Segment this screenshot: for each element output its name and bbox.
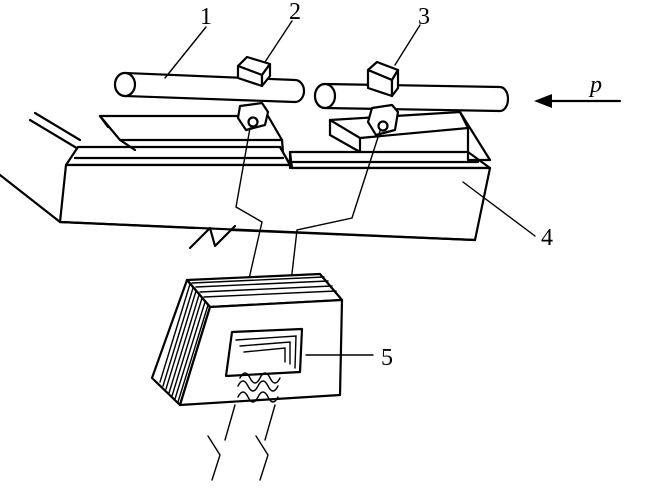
left-electrode [236, 55, 272, 132]
machine-bed [0, 111, 492, 250]
label-part-4: 4 [541, 225, 553, 251]
transformer [150, 272, 344, 407]
label-part-1: 1 [200, 4, 212, 30]
leader-lines [164, 20, 536, 356]
left-slide-plate [98, 114, 285, 154]
label-force-p: p [588, 72, 602, 98]
label-part-2: 2 [289, 0, 301, 25]
right-slide-plate [328, 110, 492, 162]
left-workpiece-bar [113, 71, 306, 104]
right-workpiece-bar [313, 82, 510, 113]
force-arrow [534, 94, 622, 108]
right-electrode-bolt [377, 120, 389, 132]
label-part-5: 5 [381, 345, 393, 371]
primary-leads [207, 404, 276, 481]
left-electrode-bolt [247, 116, 259, 128]
label-part-3: 3 [418, 4, 430, 30]
right-electrode [366, 60, 400, 137]
